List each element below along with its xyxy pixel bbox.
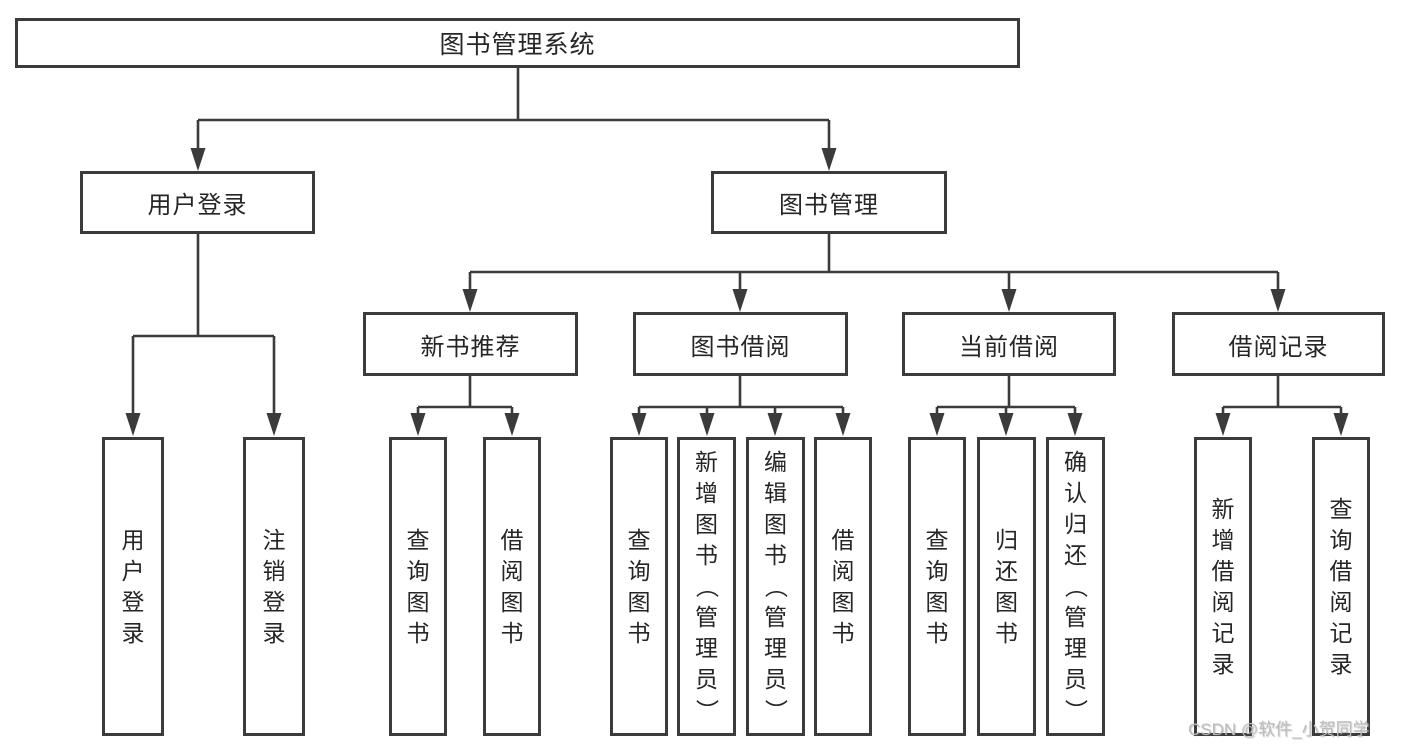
node-bookborrow-query-books: 查询图书 bbox=[610, 437, 668, 736]
edge-borrow-records-children bbox=[1215, 376, 1349, 436]
node-newbooks-borrow-books: 借阅图书 bbox=[483, 437, 541, 736]
node-records-add-record: 新增借阅记录 bbox=[1194, 437, 1252, 736]
arrowhead bbox=[1001, 289, 1017, 312]
arrowhead bbox=[1270, 289, 1286, 312]
node-user-login: 用户登录 bbox=[80, 171, 315, 234]
node-book-borrow: 图书借阅 bbox=[633, 312, 848, 376]
edge-book-mgmt-children bbox=[462, 234, 1286, 312]
arrowhead bbox=[767, 413, 783, 436]
node-currentborrow-query-books: 查询图书 bbox=[908, 437, 966, 736]
arrowhead bbox=[504, 413, 520, 436]
edge-root-to-level2 bbox=[190, 68, 837, 171]
arrowhead bbox=[699, 413, 715, 436]
node-root-system: 图书管理系统 bbox=[15, 18, 1020, 68]
arrowhead bbox=[190, 148, 206, 171]
arrowhead bbox=[266, 413, 282, 436]
arrowhead bbox=[998, 413, 1014, 436]
arrowhead bbox=[462, 289, 478, 312]
arrowhead bbox=[410, 413, 426, 436]
node-current-borrow: 当前借阅 bbox=[902, 312, 1116, 376]
arrowhead bbox=[125, 413, 141, 436]
node-book-mgmt: 图书管理 bbox=[711, 171, 947, 234]
node-newbooks-query-books: 查询图书 bbox=[389, 437, 447, 736]
node-logout-leaf: 注销登录 bbox=[243, 437, 305, 736]
edge-current-borrow-children bbox=[929, 376, 1083, 436]
edge-user-login-children bbox=[125, 234, 282, 436]
arrowhead bbox=[835, 413, 851, 436]
node-currentborrow-confirm-return-admin: 确认归还（管理员） bbox=[1046, 437, 1105, 736]
node-bookborrow-edit-books-admin: 编辑图书（管理员） bbox=[746, 437, 805, 736]
node-bookborrow-borrow-books: 借阅图书 bbox=[814, 437, 872, 736]
node-new-books: 新书推荐 bbox=[363, 312, 578, 376]
csdn-watermark: CSDN @软件_小贺同学 bbox=[1188, 720, 1370, 739]
arrowhead bbox=[821, 148, 837, 171]
edge-book-borrow-children bbox=[631, 376, 851, 436]
arrowhead bbox=[1067, 413, 1083, 436]
edge-new-books-children bbox=[410, 376, 520, 436]
arrowhead bbox=[732, 289, 748, 312]
node-user-login-leaf: 用户登录 bbox=[102, 437, 164, 736]
arrowhead bbox=[1333, 413, 1349, 436]
node-borrow-records: 借阅记录 bbox=[1172, 312, 1385, 376]
node-currentborrow-return-books: 归还图书 bbox=[977, 437, 1036, 736]
arrowhead bbox=[631, 413, 647, 436]
arrowhead bbox=[1215, 413, 1231, 436]
arrowhead bbox=[929, 413, 945, 436]
node-records-query-record: 查询借阅记录 bbox=[1312, 437, 1370, 736]
node-bookborrow-add-books-admin: 新增图书（管理员） bbox=[677, 437, 736, 736]
